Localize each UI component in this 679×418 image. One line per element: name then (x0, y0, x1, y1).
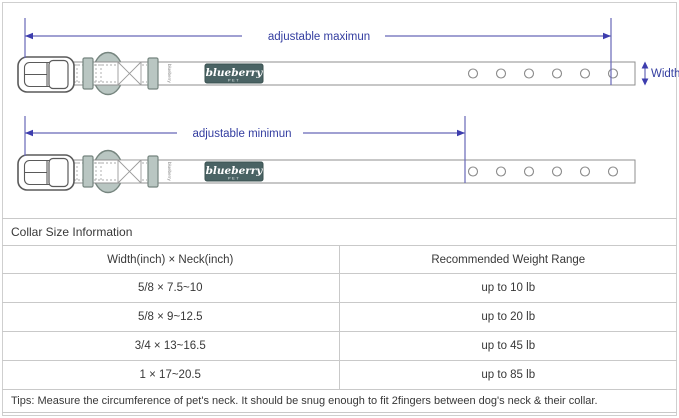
size-cell: 1 × 17~20.5 (2, 361, 340, 389)
strap-vertical-text: blueberry (167, 162, 172, 182)
weight-cell: up to 20 lb (481, 311, 536, 323)
adjustment-holes (467, 166, 619, 177)
collar-strap (57, 61, 636, 86)
collar-diagrams: blueberry blueberry PET (17, 18, 679, 194)
collar-diagram-max: blueberry blueberry PET (17, 18, 679, 96)
weight-cell: up to 85 lb (481, 369, 536, 381)
keeper (82, 57, 94, 90)
table-row: 1 × 17~20.5 up to 85 lb (2, 360, 677, 389)
collar-size-table: Collar Size Information Width(inch) × Ne… (2, 218, 677, 413)
brand-label-name: blueberry (206, 67, 264, 79)
stitch-box (117, 61, 142, 86)
brand-label: blueberry PET (204, 161, 264, 182)
adjustable-min-label: adjustable minimun (192, 128, 291, 140)
collar-diagram-min: blueberry blueberry PET (17, 116, 636, 194)
table-title: Collar Size Information (2, 218, 677, 245)
table-row: 5/8 × 7.5~10 up to 10 lb (2, 273, 677, 302)
annotation-width: Width (641, 61, 679, 86)
size-cell: 5/8 × 7.5~10 (2, 274, 340, 302)
adjustable-max-label: adjustable maximun (268, 31, 370, 43)
buckle (17, 56, 75, 93)
column-header-size: Width(inch) × Neck(inch) (2, 246, 340, 273)
size-cell: 3/4 × 13~16.5 (2, 332, 340, 360)
table-row: 3/4 × 13~16.5 up to 45 lb (2, 331, 677, 360)
annotation-adjustable-max: adjustable maximun (24, 18, 612, 85)
keeper (147, 155, 159, 188)
brand-label-sub: PET (228, 78, 240, 83)
table-tips-row: Tips: Measure the circumference of pet's… (2, 389, 677, 413)
table-header-row: Width(inch) × Neck(inch) Recommended Wei… (2, 245, 677, 273)
stitch-box (117, 159, 142, 184)
width-label: Width (651, 68, 679, 80)
keeper (82, 155, 94, 188)
column-header-weight: Recommended Weight Range (431, 253, 586, 266)
annotation-adjustable-min: adjustable minimun (24, 116, 466, 183)
table-row: 5/8 × 9~12.5 up to 20 lb (2, 302, 677, 331)
brand-label: blueberry PET (204, 63, 264, 84)
brand-label-sub: PET (228, 176, 240, 181)
keeper (147, 57, 159, 90)
collar-strap (57, 159, 636, 184)
size-cell: 5/8 × 9~12.5 (2, 303, 340, 331)
weight-cell: up to 45 lb (481, 340, 536, 352)
adjustment-holes (467, 68, 619, 79)
buckle (17, 154, 75, 191)
table-title-text: Collar Size Information (11, 225, 133, 239)
strap-vertical-text: blueberry (167, 64, 172, 84)
weight-cell: up to 10 lb (481, 282, 536, 294)
brand-label-name: blueberry (206, 165, 264, 177)
tips-text: Tips: Measure the circumference of pet's… (11, 395, 598, 407)
